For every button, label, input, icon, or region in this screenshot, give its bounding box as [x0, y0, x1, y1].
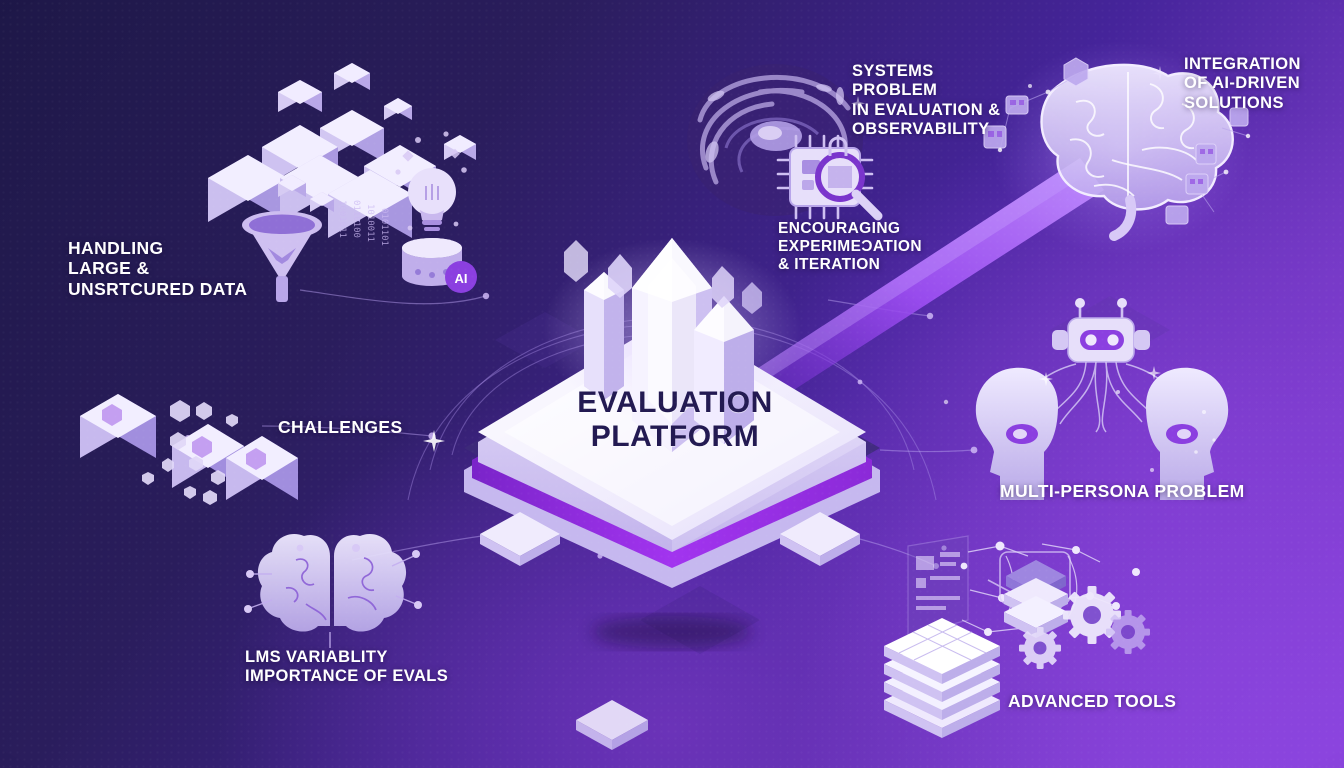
server-cube-icon — [1004, 560, 1068, 638]
label-encouraging-experimentation[interactable]: ENCOURAGING EXPERIMEƆATION & ITERATION — [778, 220, 922, 274]
persona-network — [975, 298, 1229, 500]
funnel-icon — [242, 211, 322, 302]
label-advanced-tools[interactable]: ADVANCED TOOLS — [1008, 691, 1177, 711]
gear-icon — [1063, 586, 1121, 644]
human-profile-icon — [1146, 367, 1229, 500]
svg-text:0101101: 0101101 — [379, 208, 389, 246]
brain-circuit-icon — [244, 533, 422, 648]
beam-connector — [752, 158, 1104, 404]
isometric-cubes-cluster: 1001011 0110100 1010011 0101101 — [208, 63, 476, 246]
label-handling-data[interactable]: HANDLING LARGE & UNSRTCURED DATA — [68, 238, 248, 299]
lightbulb-icon — [395, 131, 467, 231]
advanced-tools-icons — [884, 535, 1150, 738]
robot-head-icon — [1052, 298, 1150, 363]
label-multi-persona[interactable]: MULTI-PERSONA PROBLEM — [1000, 481, 1245, 501]
platform-shadow — [592, 616, 752, 648]
svg-text:1010011: 1010011 — [365, 204, 375, 242]
floating-tiles — [480, 512, 860, 750]
svg-text:1001011: 1001011 — [337, 200, 347, 238]
gear-icon — [1106, 610, 1150, 654]
label-challenges[interactable]: CHALLENGES — [278, 417, 403, 437]
brain-glow-icon — [990, 40, 1250, 256]
label-systems-problem[interactable]: SYSTEMS PROBLEM IN EVALUATION & OBSERVAB… — [852, 62, 1001, 138]
svg-text:AI: AI — [455, 271, 468, 286]
label-integration-ai[interactable]: INTEGRATION OF AI-DRIVEN SOLUTIONS — [1184, 55, 1301, 112]
svg-text:0110100: 0110100 — [351, 200, 361, 238]
binary-stream: 1001011 0110100 1010011 0101101 — [337, 200, 389, 246]
dashboard-panel-icon — [907, 535, 969, 637]
layer-stack-icon — [884, 618, 1000, 738]
human-profile-icon — [975, 367, 1058, 500]
database-ai-icon: AI — [402, 238, 477, 293]
floating-shards — [564, 240, 762, 314]
crystal-right — [694, 296, 754, 444]
label-llm-variability[interactable]: LMS VARIABLITY IMPORTANCE OF EVALS — [245, 648, 449, 686]
page-title: EVALUATION PLATFORM — [577, 386, 773, 453]
cpu-chip-icon — [776, 134, 883, 221]
fragmenting-cubes-icon — [80, 394, 298, 505]
crystal-cluster — [542, 238, 802, 452]
node-network-icons — [983, 57, 1251, 225]
gear-icon — [1019, 627, 1061, 669]
